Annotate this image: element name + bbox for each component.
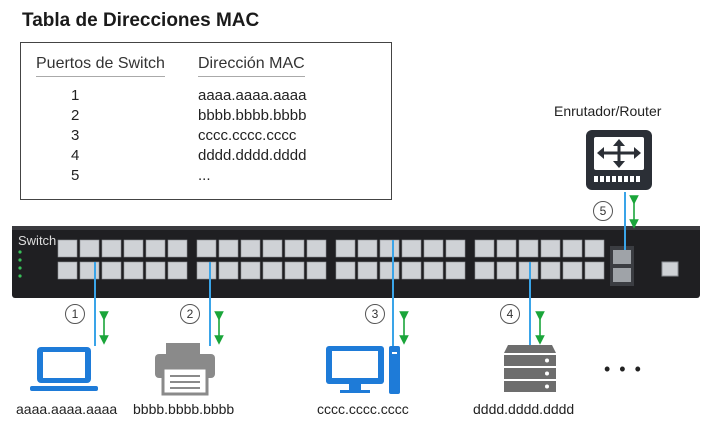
port-number-badge: 1 <box>65 304 85 324</box>
switch-port <box>101 239 122 258</box>
switch-port <box>357 239 378 258</box>
switch-port <box>474 261 495 280</box>
switch-port <box>496 261 517 280</box>
table-cell-port: 4 <box>71 147 80 164</box>
port-number-badge: 2 <box>180 304 200 324</box>
switch-port <box>423 261 444 280</box>
switch-port <box>284 239 305 258</box>
switch-port <box>562 239 583 258</box>
mac-address-table: Puertos de Switch Dirección MAC 1 aaaa.a… <box>20 42 392 200</box>
switch-port <box>540 261 561 280</box>
switch-label: Switch <box>18 233 57 248</box>
switch-port <box>218 261 239 280</box>
diagram-title: Tabla de Direcciones MAC <box>22 10 260 31</box>
switch-port <box>57 261 78 280</box>
table-cell-mac: cccc.cccc.cccc <box>198 127 297 144</box>
switch-port <box>167 261 188 280</box>
table-cell-mac: dddd.dddd.dddd <box>198 147 307 164</box>
switch-port <box>335 239 356 258</box>
switch-port <box>306 261 327 280</box>
switch-port <box>123 261 144 280</box>
router-label: Enrutador/Router <box>554 103 662 119</box>
switch-port <box>379 261 400 280</box>
switch-port <box>306 239 327 258</box>
switch-port <box>540 239 561 258</box>
table-cell-port: 1 <box>71 87 80 104</box>
switch-port <box>401 261 422 280</box>
table-cell-mac: ... <box>198 167 211 184</box>
device-mac-label: dddd.dddd.dddd <box>473 401 575 417</box>
table-cell-mac: aaaa.aaaa.aaaa <box>198 87 307 104</box>
switch-port <box>584 261 605 280</box>
switch-port <box>445 239 466 258</box>
switch-port <box>496 239 517 258</box>
port-number-badge: 3 <box>365 304 385 324</box>
printer-icon <box>155 343 215 396</box>
table-cell-mac: bbbb.bbbb.bbbb <box>198 107 307 124</box>
switch-port <box>101 261 122 280</box>
switch-port <box>145 239 166 258</box>
device-mac-label: aaaa.aaaa.aaaa <box>16 401 118 417</box>
switch-port <box>379 239 400 258</box>
table-header-mac: Dirección MAC <box>198 55 305 77</box>
more-devices-ellipsis: • • • <box>604 359 643 379</box>
switch-port <box>79 239 100 258</box>
switch-port <box>335 261 356 280</box>
switch-port <box>240 261 261 280</box>
table-cell-port: 2 <box>71 107 80 124</box>
device-mac-label: cccc.cccc.cccc <box>317 401 409 417</box>
switch-port <box>218 239 239 258</box>
port-number-badge: 5 <box>593 201 613 221</box>
switch-port <box>518 261 539 280</box>
switch-port <box>401 239 422 258</box>
switch-port <box>584 239 605 258</box>
switch-port <box>196 239 217 258</box>
switch-port <box>262 261 283 280</box>
switch-port <box>357 261 378 280</box>
device-mac-label: bbbb.bbbb.bbbb <box>133 401 235 417</box>
table-cell-port: 3 <box>71 127 80 144</box>
switch-port <box>123 239 144 258</box>
switch-port <box>262 239 283 258</box>
desktop-pc-icon <box>326 346 400 394</box>
laptop-icon <box>30 347 98 391</box>
table-header-ports: Puertos de Switch <box>36 55 165 77</box>
table-cell-port: 5 <box>71 167 80 184</box>
switch-port <box>57 239 78 258</box>
switch-port <box>167 239 188 258</box>
server-icon <box>504 345 556 392</box>
switch-port <box>196 261 217 280</box>
switch-port <box>240 239 261 258</box>
port-number-badge: 4 <box>500 304 520 324</box>
switch-port <box>445 261 466 280</box>
switch-port <box>284 261 305 280</box>
switch-port <box>423 239 444 258</box>
switch-port <box>562 261 583 280</box>
network-switch <box>12 226 700 298</box>
switch-port <box>145 261 166 280</box>
switch-port <box>474 239 495 258</box>
switch-port <box>518 239 539 258</box>
